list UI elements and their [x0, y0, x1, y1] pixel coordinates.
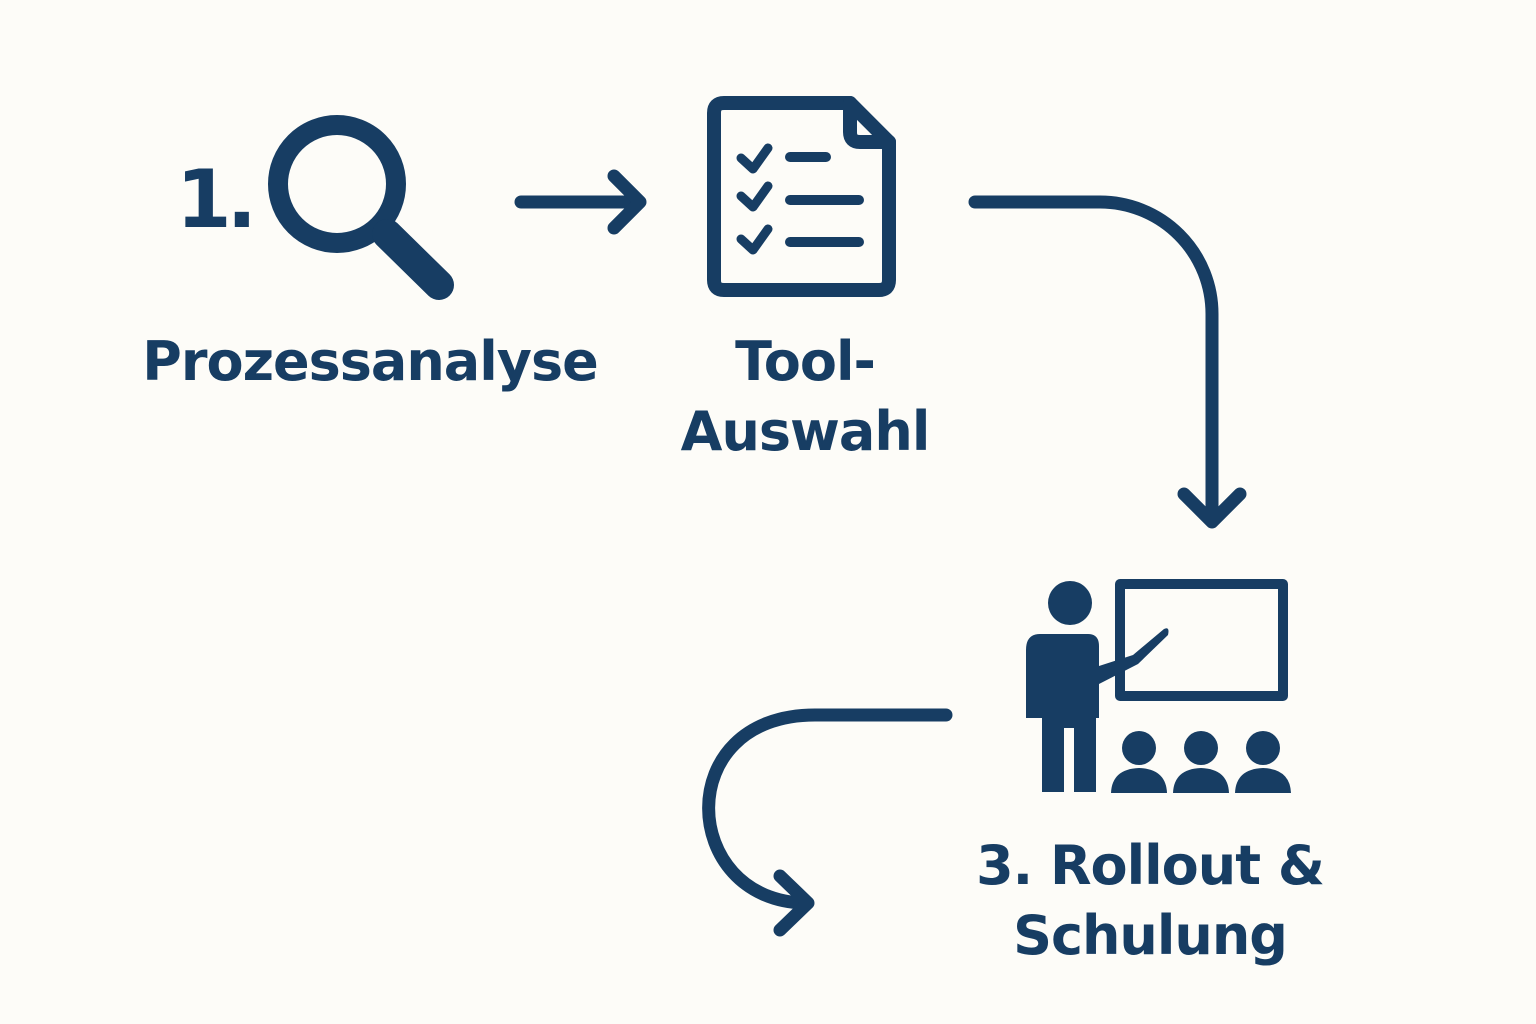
audience-person-icon	[1111, 731, 1167, 793]
audience-person-icon	[1173, 731, 1229, 793]
checkmark-icon	[736, 143, 773, 174]
checklist-document-icon	[707, 96, 896, 297]
arrow-step3-loop	[702, 708, 953, 937]
step-3-label: 3. Rollout & Schulung	[950, 831, 1350, 971]
arrow-step2-to-step3	[968, 195, 1247, 529]
checkmark-icon	[736, 224, 773, 255]
audience-person-icon	[1235, 731, 1291, 793]
step-2-label: Tool- Auswahl	[640, 327, 970, 467]
presenter-training-icon	[1026, 579, 1291, 793]
checkmark-icon	[736, 181, 773, 212]
step-2-label-line-1: Tool-	[735, 330, 876, 393]
step-1-number: 1.	[176, 153, 257, 246]
step-3-label-line-2: Schulung	[1013, 904, 1288, 967]
step-1-label: Prozessanalyse	[142, 330, 598, 393]
step-3-label-line-1: 3. Rollout &	[976, 834, 1325, 897]
magnifying-glass-icon	[268, 115, 454, 300]
arrow-step1-to-step2	[514, 169, 647, 235]
step-2-label-line-2: Auswahl	[680, 400, 931, 463]
